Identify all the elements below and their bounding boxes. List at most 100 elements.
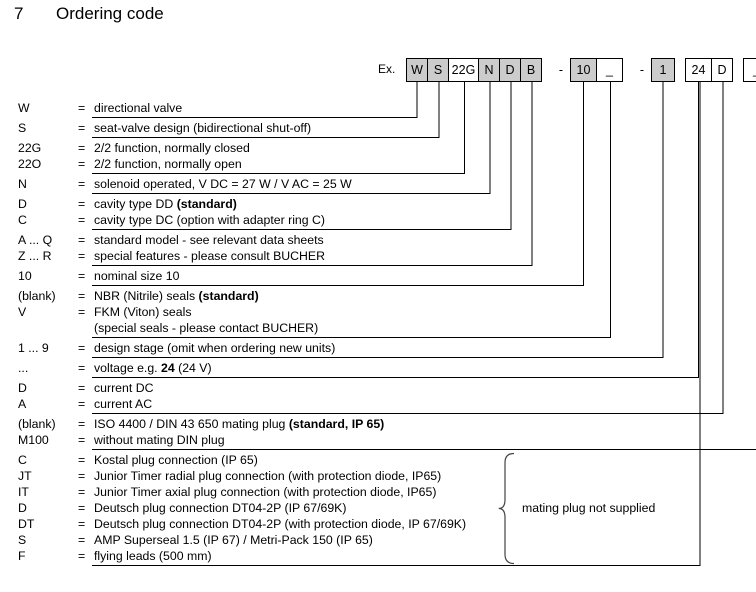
legend-row-equals: =: [78, 233, 86, 247]
legend-row: (blank)=ISO 4400 / DIN 43 650 mating plu…: [0, 416, 756, 432]
section-number: 7: [14, 4, 24, 23]
code-box[interactable]: W: [406, 58, 428, 82]
legend-row-key: 10: [18, 269, 32, 283]
legend-row-description: directional valve: [94, 101, 183, 115]
legend-row-key: C: [18, 453, 27, 467]
legend-row-description: nominal size 10: [94, 269, 180, 283]
legend-row-description: voltage e.g. 24 (24 V): [94, 361, 212, 375]
legend-row-key: N: [18, 177, 27, 191]
legend-row-equals: =: [78, 269, 86, 283]
legend-row-key: Z ... R: [18, 249, 52, 263]
legend-row-key: F: [18, 549, 26, 563]
legend-row-equals: =: [78, 289, 86, 303]
legend-row: DT=Deutsch plug connection DT04-2P (with…: [0, 516, 756, 532]
legend-row: C = Kostal plug connection (IP 65): [0, 452, 756, 468]
example-label: Ex.: [378, 62, 396, 76]
code-box[interactable]: D: [499, 58, 521, 82]
legend-row-description: AMP Superseal 1.5 (IP 67) / Metri-Pack 1…: [94, 533, 373, 547]
legend-row-key: A: [18, 397, 27, 411]
legend-row: D=cavity type DD (standard): [0, 196, 756, 212]
legend-row-description: cavity type DD (standard): [94, 197, 237, 211]
legend-row-key: S: [18, 533, 27, 547]
legend-row-equals: =: [78, 549, 86, 563]
legend-row: F = flying leads (500 mm): [0, 548, 756, 564]
code-box[interactable]: 1: [651, 58, 675, 82]
legend-row-description: Deutsch plug connection DT04-2P (IP 67/6…: [94, 501, 347, 515]
legend-row-key: ...: [18, 361, 29, 375]
legend-row-equals: =: [78, 305, 86, 319]
legend-row: 1 ... 9 = design stage (omit when ordering…: [0, 340, 756, 356]
legend-row-description: standard model - see relevant data sheet…: [94, 233, 324, 247]
legend-row-description: NBR (Nitrile) seals (standard): [94, 289, 259, 303]
legend-row-description: 2/2 function, normally closed: [94, 141, 250, 155]
code-box[interactable]: D: [711, 58, 733, 82]
code-box[interactable]: N: [478, 58, 500, 82]
legend-row-key: DT: [18, 517, 35, 531]
legend-row-key: S: [18, 121, 27, 135]
legend-row-equals: =: [78, 341, 86, 355]
legend-row-description: (special seals - please contact BUCHER): [94, 321, 319, 335]
code-separator-dash: -: [639, 63, 645, 77]
legend-row-description: Junior Timer axial plug connection (with…: [94, 485, 437, 499]
legend-row-equals: =: [78, 453, 86, 467]
legend-row-equals: =: [78, 485, 86, 499]
legend-row: Z ... R=special features - please consul…: [0, 248, 756, 264]
legend-row: 22G=2/2 function, normally closed: [0, 140, 756, 156]
legend-row-key: 22O: [18, 157, 42, 171]
legend-row-description: seat-valve design (bidirectional shut-of…: [94, 121, 312, 135]
legend-row-equals: =: [78, 361, 86, 375]
legend-row-key: 22G: [18, 141, 42, 155]
legend-row-equals: =: [78, 501, 86, 515]
code-box[interactable]: 24: [685, 58, 712, 82]
legend-row-key: D: [18, 501, 27, 515]
code-box[interactable]: _: [743, 58, 756, 82]
legend-row-description: cavity type DC (option with adapter ring…: [94, 213, 326, 227]
legend-row: N = solenoid operated, V DC = 27 W / V AC …: [0, 176, 756, 192]
code-box[interactable]: S: [427, 58, 449, 82]
legend-row: (special seals - please contact BUCHER): [0, 320, 756, 336]
legend-row-description: current AC: [94, 397, 153, 411]
mating-plug-note: mating plug not supplied: [522, 500, 656, 515]
code-box-group: 1: [651, 58, 675, 82]
legend-row-equals: =: [78, 533, 86, 547]
legend-row-key: JT: [18, 469, 32, 483]
legend-row-equals: =: [78, 121, 86, 135]
legend-row-equals: =: [78, 177, 86, 191]
legend-row-key: V: [18, 305, 27, 319]
legend-row-description: current DC: [94, 381, 154, 395]
legend-row-key: M100: [18, 433, 49, 447]
legend-row: S = AMP Superseal 1.5 (IP 67) / Metri-Pack…: [0, 532, 756, 548]
code-box[interactable]: 22G: [448, 58, 479, 82]
legend-row-description: Kostal plug connection (IP 65): [94, 453, 258, 467]
legend-row-key: 1 ... 9: [18, 341, 49, 355]
legend-row: (blank)=NBR (Nitrile) seals (standard): [0, 288, 756, 304]
code-box-group: _: [743, 58, 756, 82]
legend-row-key: W: [18, 101, 30, 115]
legend-row-description: design stage (omit when ordering new uni…: [94, 341, 336, 355]
legend-row-description: Deutsch plug connection DT04-2P (with pr…: [94, 517, 467, 531]
legend-row-key: C: [18, 213, 27, 227]
legend-row-equals: =: [78, 433, 86, 447]
legend-row-description: solenoid operated, V DC = 27 W / V AC = …: [94, 177, 352, 191]
legend-row-key: D: [18, 381, 27, 395]
legend-row-description: 2/2 function, normally open: [94, 157, 242, 171]
legend-row-key: (blank): [18, 417, 56, 431]
code-box[interactable]: B: [520, 58, 542, 82]
code-box[interactable]: _: [596, 58, 623, 82]
legend-row: D=current DC: [0, 380, 756, 396]
legend-row-equals: =: [78, 397, 86, 411]
legend-row: A = current AC: [0, 396, 756, 412]
legend-row: ... = voltage e.g. 24 (24 V): [0, 360, 756, 376]
legend-row-equals: =: [78, 157, 86, 171]
legend-row-equals: =: [78, 469, 86, 483]
code-box[interactable]: 10: [570, 58, 597, 82]
legend-row-equals: =: [78, 213, 86, 227]
legend-row-key: A ... Q: [18, 233, 53, 247]
legend-row-description: flying leads (500 mm): [94, 549, 212, 563]
legend-row-description: Junior Timer radial plug connection (wit…: [94, 469, 442, 483]
code-box-group: 10_: [570, 58, 623, 82]
